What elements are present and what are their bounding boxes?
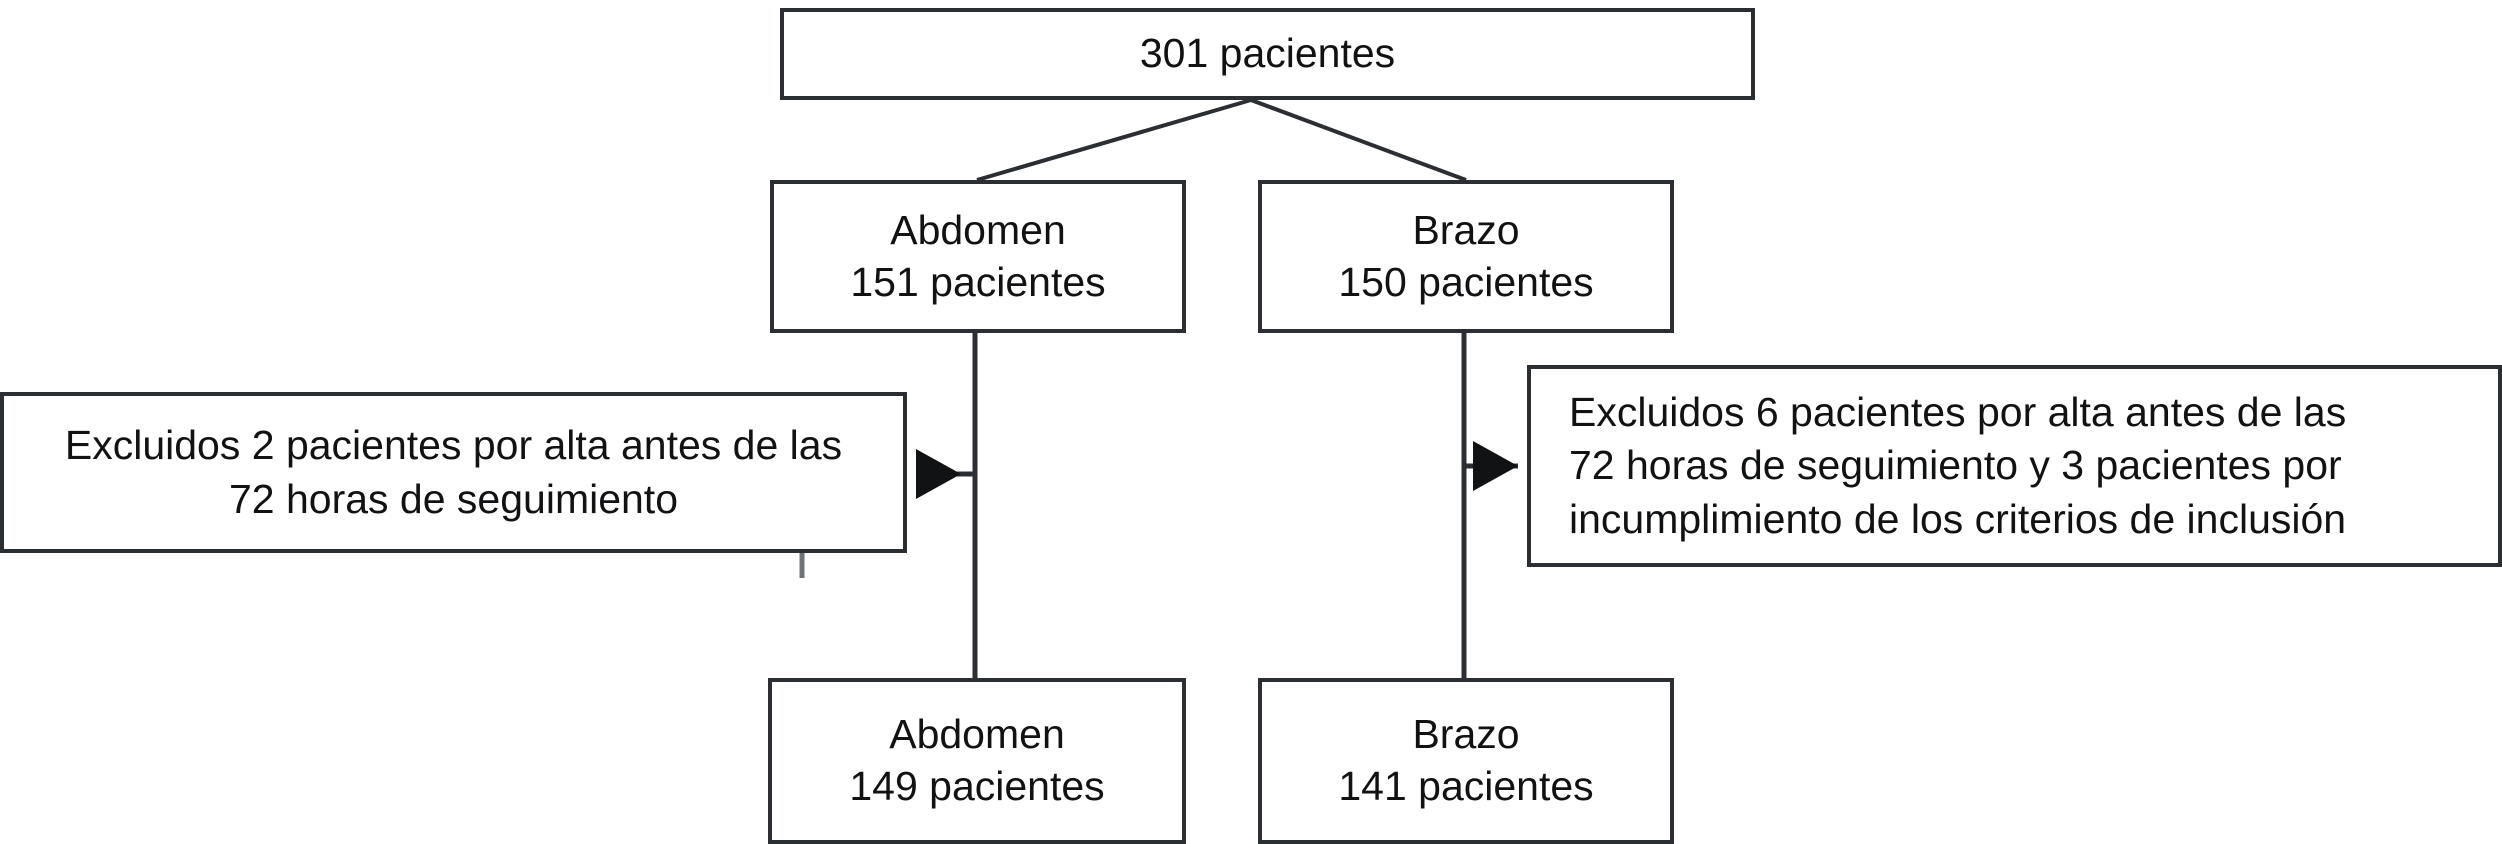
node-abdomen-final[interactable]: Abdomen 149 pacientes [768, 678, 1186, 844]
connector-total-to-brazo [1250, 98, 1467, 182]
node-excluded-right-line3: incumplimiento de los criterios de inclu… [1569, 495, 2347, 542]
node-excluded-left-line1: Excluidos 2 pacientes por alta antes de … [64, 422, 843, 469]
node-abdomen-final-group: Abdomen [889, 711, 1065, 758]
node-total-label: 301 pacientes [1139, 30, 1396, 77]
node-abdomen-assigned[interactable]: Abdomen 151 pacientes [770, 180, 1186, 333]
connector-total-to-abdomen [976, 98, 1252, 182]
node-excluded-right[interactable]: Excluidos 6 pacientes por alta antes de … [1527, 365, 2502, 567]
node-brazo-final[interactable]: Brazo 141 pacientes [1258, 678, 1674, 844]
node-brazo-assigned-count: 150 pacientes [1338, 258, 1594, 305]
node-total-patients[interactable]: 301 pacientes [780, 8, 1755, 100]
node-excluded-right-line1: Excluidos 6 pacientes por alta antes de … [1569, 389, 2347, 436]
node-abdomen-assigned-count: 151 pacientes [850, 258, 1106, 305]
node-brazo-final-group: Brazo [1412, 711, 1520, 758]
node-excluded-left-line2: 72 horas de seguimiento [228, 475, 679, 522]
node-brazo-final-count: 141 pacientes [1338, 763, 1594, 809]
node-brazo-assigned-group: Brazo [1412, 206, 1520, 253]
node-excluded-right-line2: 72 horas de seguimiento y 3 pacientes po… [1569, 442, 2342, 489]
node-abdomen-final-count: 149 pacientes [849, 763, 1105, 809]
node-brazo-assigned[interactable]: Brazo 150 pacientes [1258, 180, 1674, 333]
node-abdomen-assigned-group: Abdomen [890, 206, 1066, 253]
node-excluded-left[interactable]: Excluidos 2 pacientes por alta antes de … [0, 392, 907, 553]
